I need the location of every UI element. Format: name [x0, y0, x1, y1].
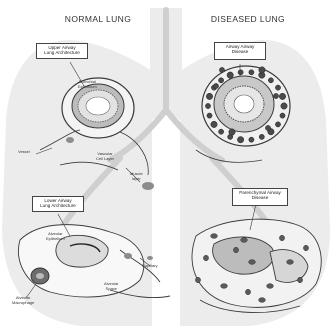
- inflammatory-cell: [259, 134, 264, 139]
- inflammatory-cell: [219, 67, 224, 72]
- label-capillary: Capillary: [142, 264, 158, 269]
- callout-upper-left: Upper Airway Lung Architecture: [36, 43, 88, 59]
- parenchymal-cell: [267, 284, 274, 289]
- callout-lower-left: Lower Airway Lung Architecture: [32, 196, 84, 212]
- inflammatory-cell: [249, 137, 254, 142]
- inflammatory-cell: [280, 113, 285, 118]
- parenchymal-cell: [221, 284, 228, 289]
- inflammatory-cell: [237, 137, 243, 143]
- parenchymal-cell: [287, 260, 294, 265]
- inflammatory-cell: [219, 78, 224, 83]
- inflammatory-cell: [273, 93, 278, 98]
- parenchymal-cell: [211, 234, 218, 239]
- inflammatory-cell: [205, 103, 210, 108]
- inflammatory-cell: [229, 129, 235, 135]
- inflammatory-cell: [219, 129, 224, 134]
- parenchymal-cell: [241, 238, 248, 243]
- inflammatory-cell: [265, 125, 270, 130]
- inflammatory-cell: [281, 103, 287, 109]
- inflammatory-cell: [249, 70, 254, 75]
- parenchymal-cell: [195, 277, 200, 283]
- inflammatory-cell: [268, 78, 273, 83]
- parenchymal-cell: [279, 235, 284, 241]
- inflammatory-cell: [238, 70, 243, 75]
- parenchymal-cell: [233, 247, 238, 253]
- label-alveolar-space: Alveolar Space: [104, 282, 118, 291]
- inflammatory-cell: [211, 121, 217, 127]
- inflammatory-cell: [279, 93, 285, 99]
- label-vessel: Vessel: [18, 150, 30, 155]
- label-vascular-cell-layer: Vascular Cell Layer: [96, 152, 114, 161]
- label-alveolar-macrophage: Alveolar Macrophage: [12, 296, 34, 305]
- diseased-lung-title: DISEASED LUNG: [188, 14, 308, 24]
- inflammatory-cell: [275, 122, 280, 127]
- inflammatory-cell: [207, 113, 212, 118]
- label-muscle-layer: Muscle layer: [130, 172, 143, 181]
- parenchymal-cell: [245, 289, 250, 295]
- parenchymal-cell: [203, 255, 208, 261]
- label-alveolar-epithelium: Alveolar Epithelium: [46, 232, 65, 241]
- inflammatory-cell: [213, 83, 218, 88]
- parenchymal-cell: [297, 277, 302, 283]
- callout-lower-right: Parenchymal Airway Disease: [232, 188, 288, 206]
- inflammatory-cell: [259, 67, 265, 73]
- callout-upper-right: Airway Airway Disease: [214, 42, 266, 60]
- normal-lung-title: NORMAL LUNG: [48, 14, 148, 24]
- parenchymal-cell: [303, 245, 308, 251]
- parenchymal-cell: [259, 298, 266, 303]
- inflammatory-cell: [206, 93, 212, 99]
- parenchymal-cell: [249, 260, 256, 265]
- inflammatory-cell: [275, 85, 280, 90]
- inflammatory-cell: [227, 72, 233, 78]
- label-bronchial-epithelium: Bronchial Epithelium: [78, 80, 97, 89]
